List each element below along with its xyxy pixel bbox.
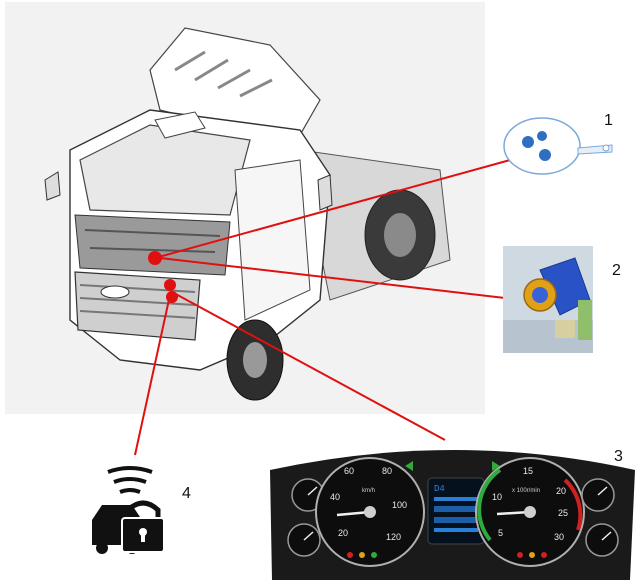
leader-line-3 bbox=[171, 291, 446, 441]
speedometer: 20 40 60 80 100 120 km/h bbox=[315, 457, 425, 567]
leader-line-1 bbox=[154, 159, 511, 259]
rpm-tick-10: 10 bbox=[492, 492, 502, 502]
rpm-tick-20: 20 bbox=[556, 486, 566, 496]
leader-lines bbox=[134, 159, 511, 456]
key-fob-icon bbox=[503, 117, 613, 175]
speed-tick-40: 40 bbox=[330, 492, 340, 502]
warning-lamp-icon bbox=[541, 552, 547, 558]
leader-line-4 bbox=[134, 294, 171, 456]
rpm-tick-30: 30 bbox=[554, 532, 564, 542]
marker-dot-lower bbox=[166, 291, 178, 303]
rpm-tick-15: 15 bbox=[523, 466, 533, 476]
warning-lamp-icon bbox=[517, 552, 523, 558]
marker-dot-upper bbox=[148, 251, 162, 265]
speed-tick-20: 20 bbox=[338, 528, 348, 538]
speed-tick-60: 60 bbox=[344, 466, 354, 476]
marker-dot-middle bbox=[164, 279, 176, 291]
display-top-label: D4 bbox=[434, 484, 445, 494]
warning-lamp-icon bbox=[371, 552, 377, 558]
callout-number-2: 2 bbox=[612, 262, 621, 279]
callout-number-4: 4 bbox=[182, 485, 191, 502]
callout-number-3: 3 bbox=[614, 448, 623, 465]
speed-tick-80: 80 bbox=[382, 466, 392, 476]
rpm-tick-25: 25 bbox=[558, 508, 568, 518]
immobiliser-lock-icon bbox=[92, 466, 165, 554]
warning-lamp-icon bbox=[529, 552, 535, 558]
instrument-cluster: 20 40 60 80 100 120 km/h D4 5 10 15 bbox=[270, 450, 635, 580]
truck-cab-illustration bbox=[5, 2, 485, 414]
callout-number-1: 1 bbox=[604, 112, 613, 129]
ignition-lock-icon bbox=[503, 246, 593, 353]
tachometer: 5 10 15 20 25 30 x 100r/min bbox=[475, 457, 585, 567]
location-markers bbox=[148, 251, 178, 303]
turn-signal-right-icon bbox=[492, 461, 500, 471]
speed-tick-120: 120 bbox=[386, 532, 401, 542]
rpm-unit: x 100r/min bbox=[512, 488, 540, 494]
rpm-tick-5: 5 bbox=[498, 528, 503, 538]
speed-tick-100: 100 bbox=[392, 500, 407, 510]
center-display: D4 bbox=[427, 477, 485, 545]
speed-unit: km/h bbox=[362, 488, 375, 494]
leader-line-2 bbox=[159, 257, 506, 299]
warning-lamp-icon bbox=[359, 552, 365, 558]
turn-signal-left-icon bbox=[405, 461, 413, 471]
warning-lamp-icon bbox=[347, 552, 353, 558]
